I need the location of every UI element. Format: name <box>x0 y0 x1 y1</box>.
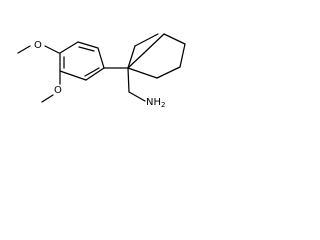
bond-methyl-upper <box>17 45 31 54</box>
bond-cyclohexane-5 <box>156 66 181 79</box>
bond-cyclohexane-3 <box>163 33 186 45</box>
amine-nh-label: NH <box>146 97 161 108</box>
bond-ring-double-a <box>78 46 95 52</box>
bond-cyclohexane-top-left <box>127 45 136 69</box>
bond-cyclohexane-2 <box>143 33 165 54</box>
bond-ring-4 <box>85 67 105 81</box>
oxygen-upper-label: O <box>34 40 42 51</box>
molecule-drawing: O O NH2 <box>17 33 186 109</box>
structure-canvas: O O NH2 <box>0 0 200 134</box>
bond-ring-2 <box>77 41 99 49</box>
bond-o-lower-methyl <box>41 94 54 103</box>
amine-label: NH2 <box>146 97 165 109</box>
bond-cyclohexane-1 <box>127 52 145 69</box>
amine-subscript-label: 2 <box>161 101 165 109</box>
bond-ring-3 <box>97 47 105 69</box>
bond-o-upper-ring <box>44 45 60 54</box>
bond-cyclohexane-top <box>134 33 159 47</box>
bond-ring-1 <box>59 41 79 54</box>
bond-c-ch2 <box>127 67 130 93</box>
bond-ring-5 <box>59 70 87 81</box>
oxygen-lower-label: O <box>54 85 62 96</box>
bond-ch2-n <box>128 91 146 102</box>
bond-cyclohexane-4 <box>179 43 186 68</box>
bond-cyclohexane-6 <box>127 67 158 79</box>
bond-ring-double-b <box>84 67 100 77</box>
